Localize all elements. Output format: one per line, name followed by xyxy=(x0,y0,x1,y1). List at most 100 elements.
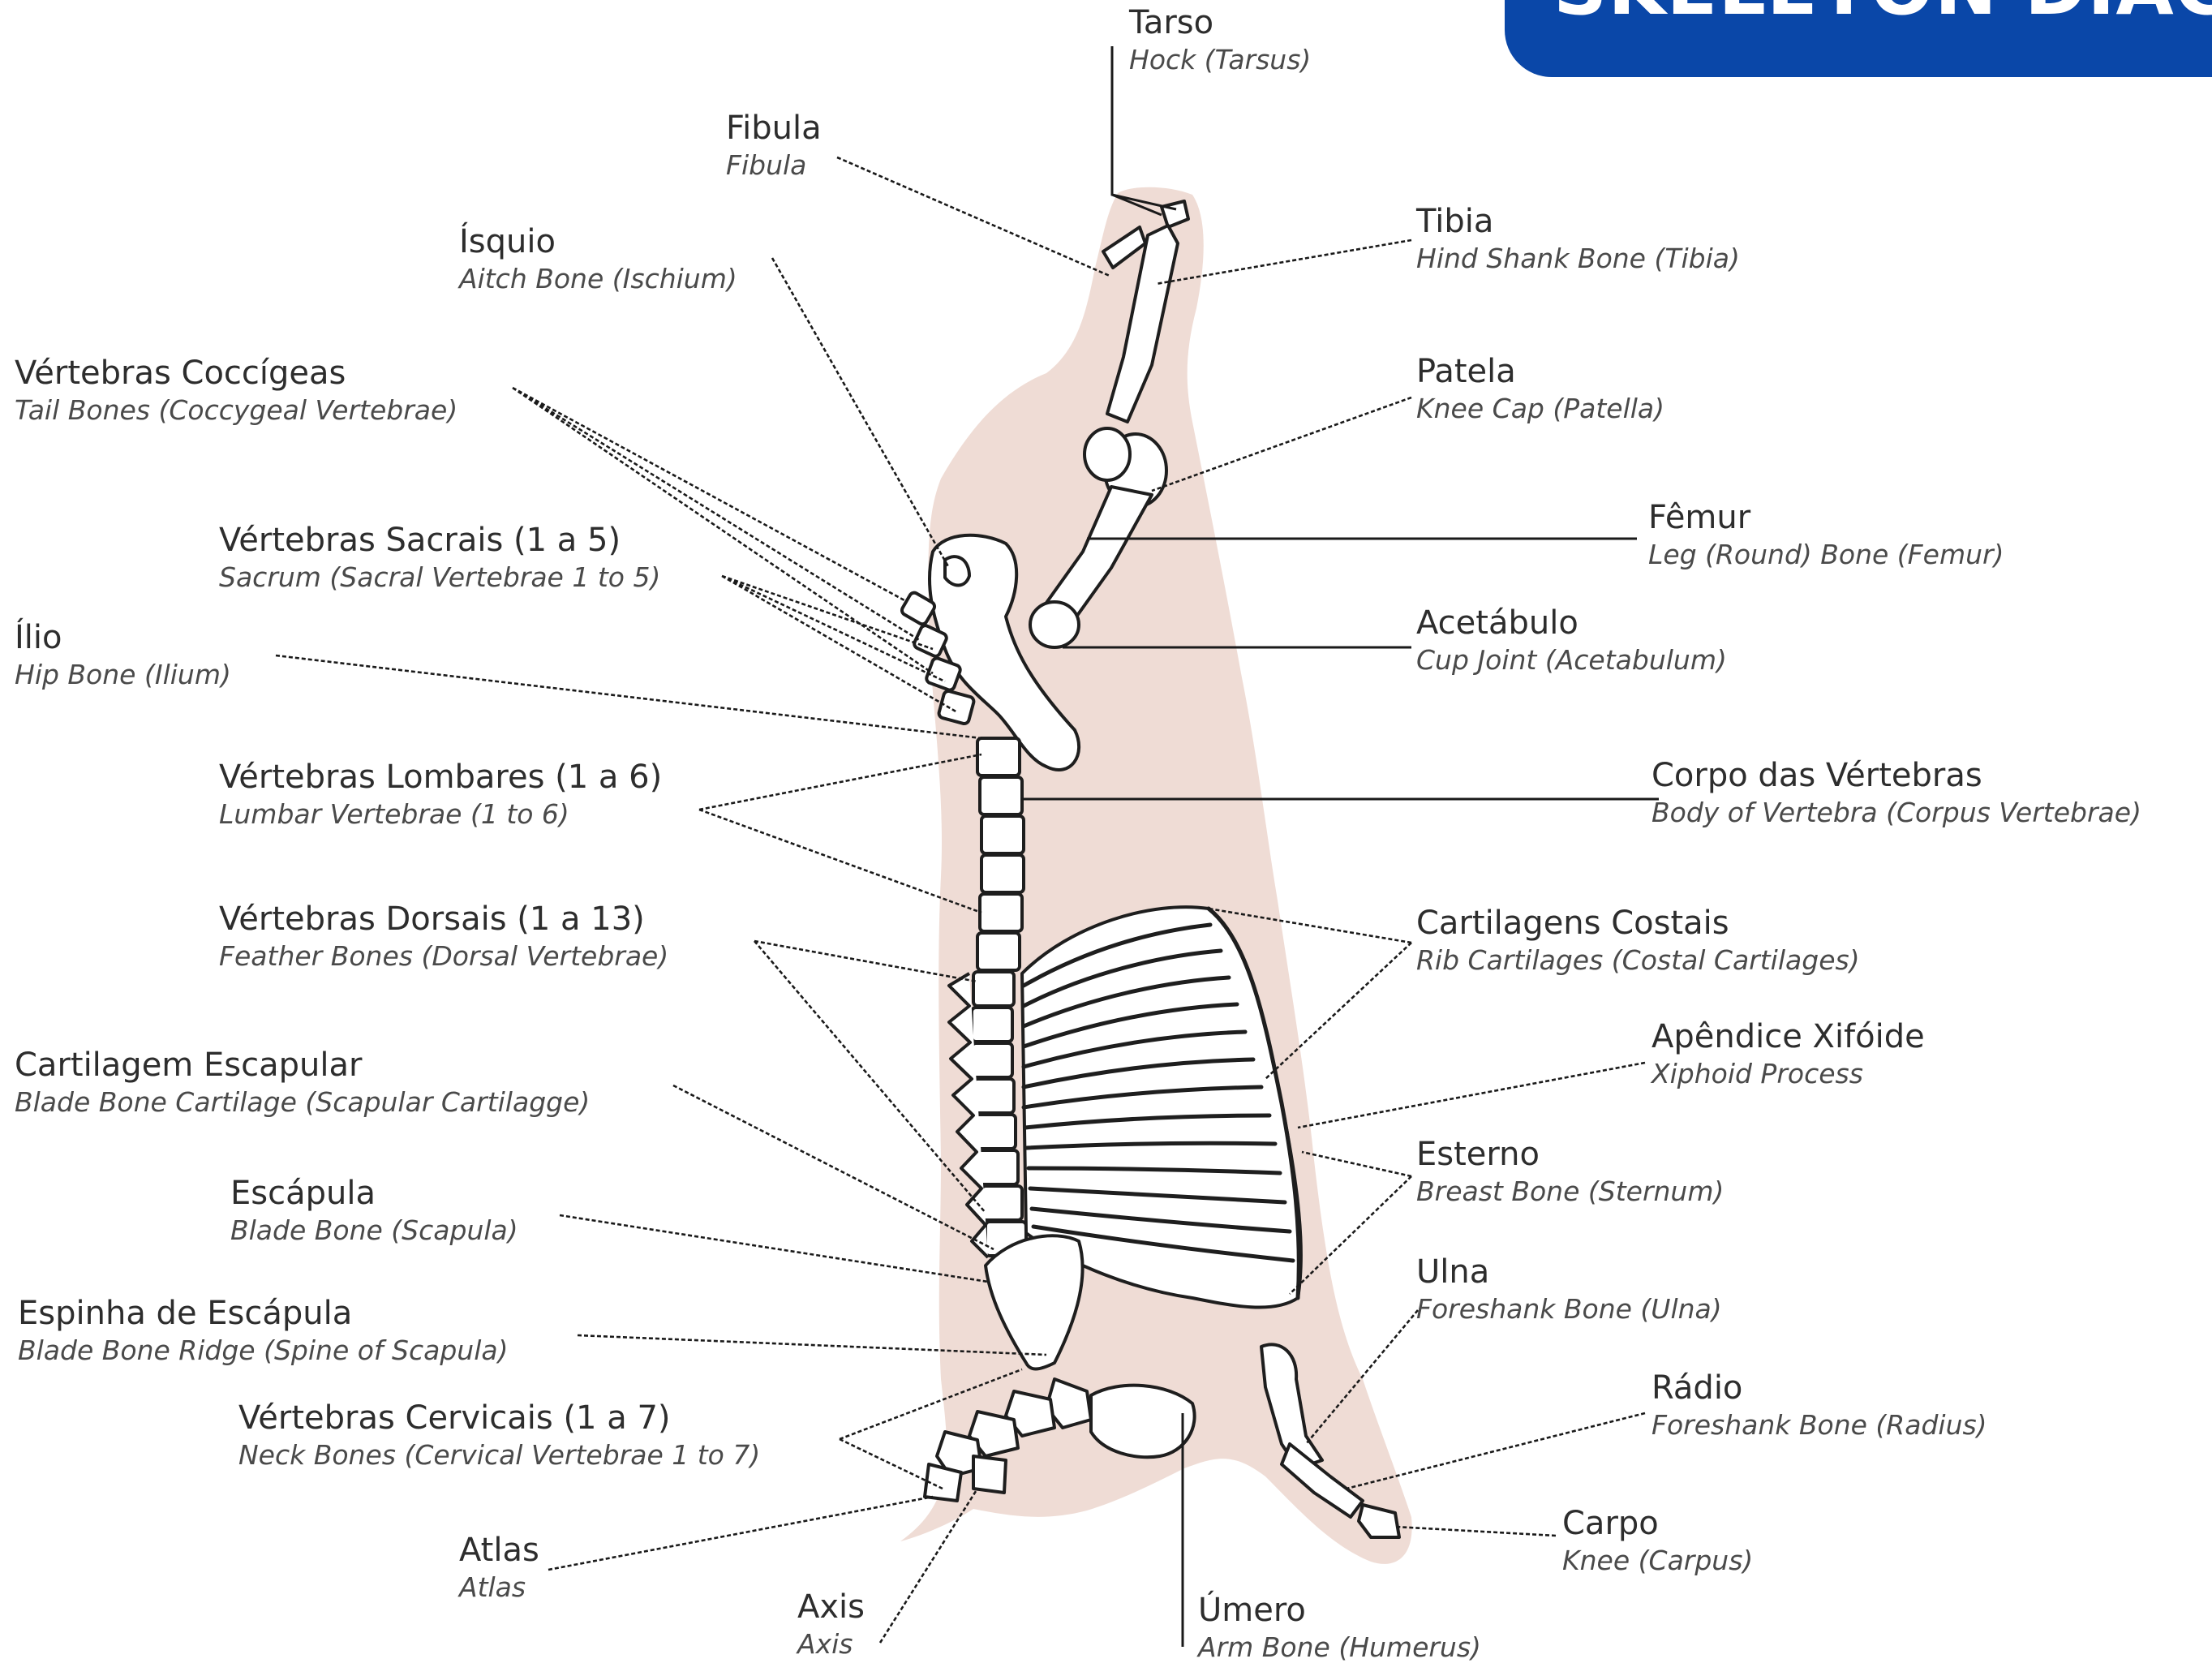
label-lombares-en: Lumbar Vertebrae (1 to 6) xyxy=(219,799,662,830)
sacral-vertebra xyxy=(938,690,975,725)
lumbar-vertebra xyxy=(980,777,1022,814)
leader-carpo xyxy=(1395,1527,1556,1536)
lumbar-vertebra xyxy=(981,855,1024,892)
leader-lombares xyxy=(699,754,981,913)
label-coccigeas: Vértebras Coccígeas Tail Bones (Coccygea… xyxy=(15,355,457,426)
label-ulna-en: Foreshank Bone (Ulna) xyxy=(1416,1294,1722,1325)
label-fibula-pt: Fibula xyxy=(726,110,822,147)
label-sacrais: Vértebras Sacrais (1 a 5) Sacrum (Sacral… xyxy=(219,522,660,593)
label-ilio: Ílio Hip Bone (Ilium) xyxy=(15,619,231,690)
carcass-silhouette xyxy=(900,187,1412,1564)
label-espinha: Espinha de Escápula Blade Bone Ridge (Sp… xyxy=(18,1295,508,1366)
label-umero: Úmero Arm Bone (Humerus) xyxy=(1198,1592,1481,1663)
dorsal-vertebra xyxy=(973,1079,1014,1113)
label-acetabulo-pt: Acetábulo xyxy=(1416,604,1727,642)
label-acetabulo: Acetábulo Cup Joint (Acetabulum) xyxy=(1416,604,1727,676)
label-cervicais-en: Neck Bones (Cervical Vertebrae 1 to 7) xyxy=(238,1440,760,1471)
leader-ilio xyxy=(276,655,981,738)
leader-xifoide xyxy=(1298,1063,1645,1128)
label-tibia-pt: Tibia xyxy=(1416,203,1740,240)
label-patela: Patela Knee Cap (Patella) xyxy=(1416,353,1664,424)
label-tibia: Tibia Hind Shank Bone (Tibia) xyxy=(1416,203,1740,274)
label-atlas-pt: Atlas xyxy=(459,1532,539,1569)
leader-radio xyxy=(1347,1413,1645,1489)
label-espinha-pt: Espinha de Escápula xyxy=(18,1295,508,1332)
label-umero-en: Arm Bone (Humerus) xyxy=(1198,1632,1481,1663)
label-escapula-en: Blade Bone (Scapula) xyxy=(230,1215,518,1246)
label-sacrais-pt: Vértebras Sacrais (1 a 5) xyxy=(219,522,660,559)
label-umero-pt: Úmero xyxy=(1198,1592,1481,1629)
label-corpo-pt: Corpo das Vértebras xyxy=(1651,757,2141,794)
label-radio: Rádio Foreshank Bone (Radius) xyxy=(1651,1369,1987,1441)
ischium-bone xyxy=(945,557,969,585)
label-lombares-pt: Vértebras Lombares (1 a 6) xyxy=(219,758,662,796)
axis-vertebra xyxy=(973,1456,1006,1493)
label-costais: Cartilagens Costais Rib Cartilages (Cost… xyxy=(1416,905,1860,976)
label-tarso-en: Hock (Tarsus) xyxy=(1129,45,1311,75)
label-dorsais-en: Feather Bones (Dorsal Vertebrae) xyxy=(219,941,668,972)
label-patela-pt: Patela xyxy=(1416,353,1664,390)
label-femur-en: Leg (Round) Bone (Femur) xyxy=(1648,539,2004,570)
knee-condyle xyxy=(1085,428,1130,480)
label-ilio-en: Hip Bone (Ilium) xyxy=(15,660,231,690)
leader-atlas xyxy=(548,1497,933,1570)
label-xifoide-pt: Apêndice Xifóide xyxy=(1651,1018,1925,1055)
label-sacrais-en: Sacrum (Sacral Vertebrae 1 to 5) xyxy=(219,562,660,593)
label-esterno-en: Breast Bone (Sternum) xyxy=(1416,1176,1724,1207)
label-carpo-pt: Carpo xyxy=(1562,1505,1753,1542)
label-dorsais-pt: Vértebras Dorsais (1 a 13) xyxy=(219,900,668,938)
label-coccigeas-pt: Vértebras Coccígeas xyxy=(15,355,457,392)
label-axis-pt: Axis xyxy=(797,1588,865,1626)
label-atlas-en: Atlas xyxy=(459,1572,539,1603)
dorsal-vertebra xyxy=(975,1115,1016,1149)
humerus-bone xyxy=(1091,1386,1195,1458)
label-isquio-pt: Ísquio xyxy=(459,223,737,260)
label-carpo-en: Knee (Carpus) xyxy=(1562,1545,1753,1576)
label-cervicais: Vértebras Cervicais (1 a 7) Neck Bones (… xyxy=(238,1399,760,1471)
dorsal-vertebra xyxy=(972,1008,1012,1042)
label-tarso-pt: Tarso xyxy=(1129,4,1311,41)
label-escapula-pt: Escápula xyxy=(230,1175,518,1212)
label-radio-pt: Rádio xyxy=(1651,1369,1987,1407)
title-banner: SKELETON DIAGRAM xyxy=(1505,0,2212,77)
femur-head xyxy=(1030,602,1079,647)
label-xifoide-en: Xiphoid Process xyxy=(1651,1059,1925,1089)
label-femur-pt: Fêmur xyxy=(1648,499,2004,536)
page-title: SKELETON DIAGRAM xyxy=(1553,0,2212,32)
label-lombares: Vértebras Lombares (1 a 6) Lumbar Verteb… xyxy=(219,758,662,830)
dorsal-vertebra xyxy=(977,1150,1018,1184)
label-axis-en: Axis xyxy=(797,1629,865,1660)
label-dorsais: Vértebras Dorsais (1 a 13) Feather Bones… xyxy=(219,900,668,972)
label-acetabulo-en: Cup Joint (Acetabulum) xyxy=(1416,645,1727,676)
label-isquio-en: Aitch Bone (Ischium) xyxy=(459,264,737,294)
label-patela-en: Knee Cap (Patella) xyxy=(1416,393,1664,424)
dorsal-vertebra xyxy=(981,1186,1022,1220)
label-ilio-pt: Ílio xyxy=(15,619,231,656)
leader-escapula xyxy=(560,1215,988,1282)
label-ulna-pt: Ulna xyxy=(1416,1253,1722,1291)
label-atlas: Atlas Atlas xyxy=(459,1532,539,1603)
lumbar-vertebra xyxy=(977,933,1020,970)
label-costais-pt: Cartilagens Costais xyxy=(1416,905,1860,942)
lumbar-vertebra xyxy=(977,738,1020,776)
label-costais-en: Rib Cartilages (Costal Cartilages) xyxy=(1416,945,1860,976)
label-ulna: Ulna Foreshank Bone (Ulna) xyxy=(1416,1253,1722,1325)
label-coccigeas-en: Tail Bones (Coccygeal Vertebrae) xyxy=(15,395,457,426)
label-cart-escapular-pt: Cartilagem Escapular xyxy=(15,1046,590,1084)
label-cervicais-pt: Vértebras Cervicais (1 a 7) xyxy=(238,1399,760,1437)
lumbar-vertebra xyxy=(981,816,1024,853)
label-xifoide: Apêndice Xifóide Xiphoid Process xyxy=(1651,1018,1925,1089)
label-corpo: Corpo das Vértebras Body of Vertebra (Co… xyxy=(1651,757,2141,828)
label-espinha-en: Blade Bone Ridge (Spine of Scapula) xyxy=(18,1335,508,1366)
dorsal-vertebra xyxy=(973,972,1014,1006)
leader-isquio xyxy=(772,258,949,568)
label-carpo: Carpo Knee (Carpus) xyxy=(1562,1505,1753,1576)
label-axis: Axis Axis xyxy=(797,1588,865,1660)
label-escapula: Escápula Blade Bone (Scapula) xyxy=(230,1175,518,1246)
label-corpo-en: Body of Vertebra (Corpus Vertebrae) xyxy=(1651,797,2141,828)
label-isquio: Ísquio Aitch Bone (Ischium) xyxy=(459,223,737,294)
label-tarso: Tarso Hock (Tarsus) xyxy=(1129,4,1311,75)
lumbar-vertebra xyxy=(980,894,1022,931)
label-esterno: Esterno Breast Bone (Sternum) xyxy=(1416,1136,1724,1207)
